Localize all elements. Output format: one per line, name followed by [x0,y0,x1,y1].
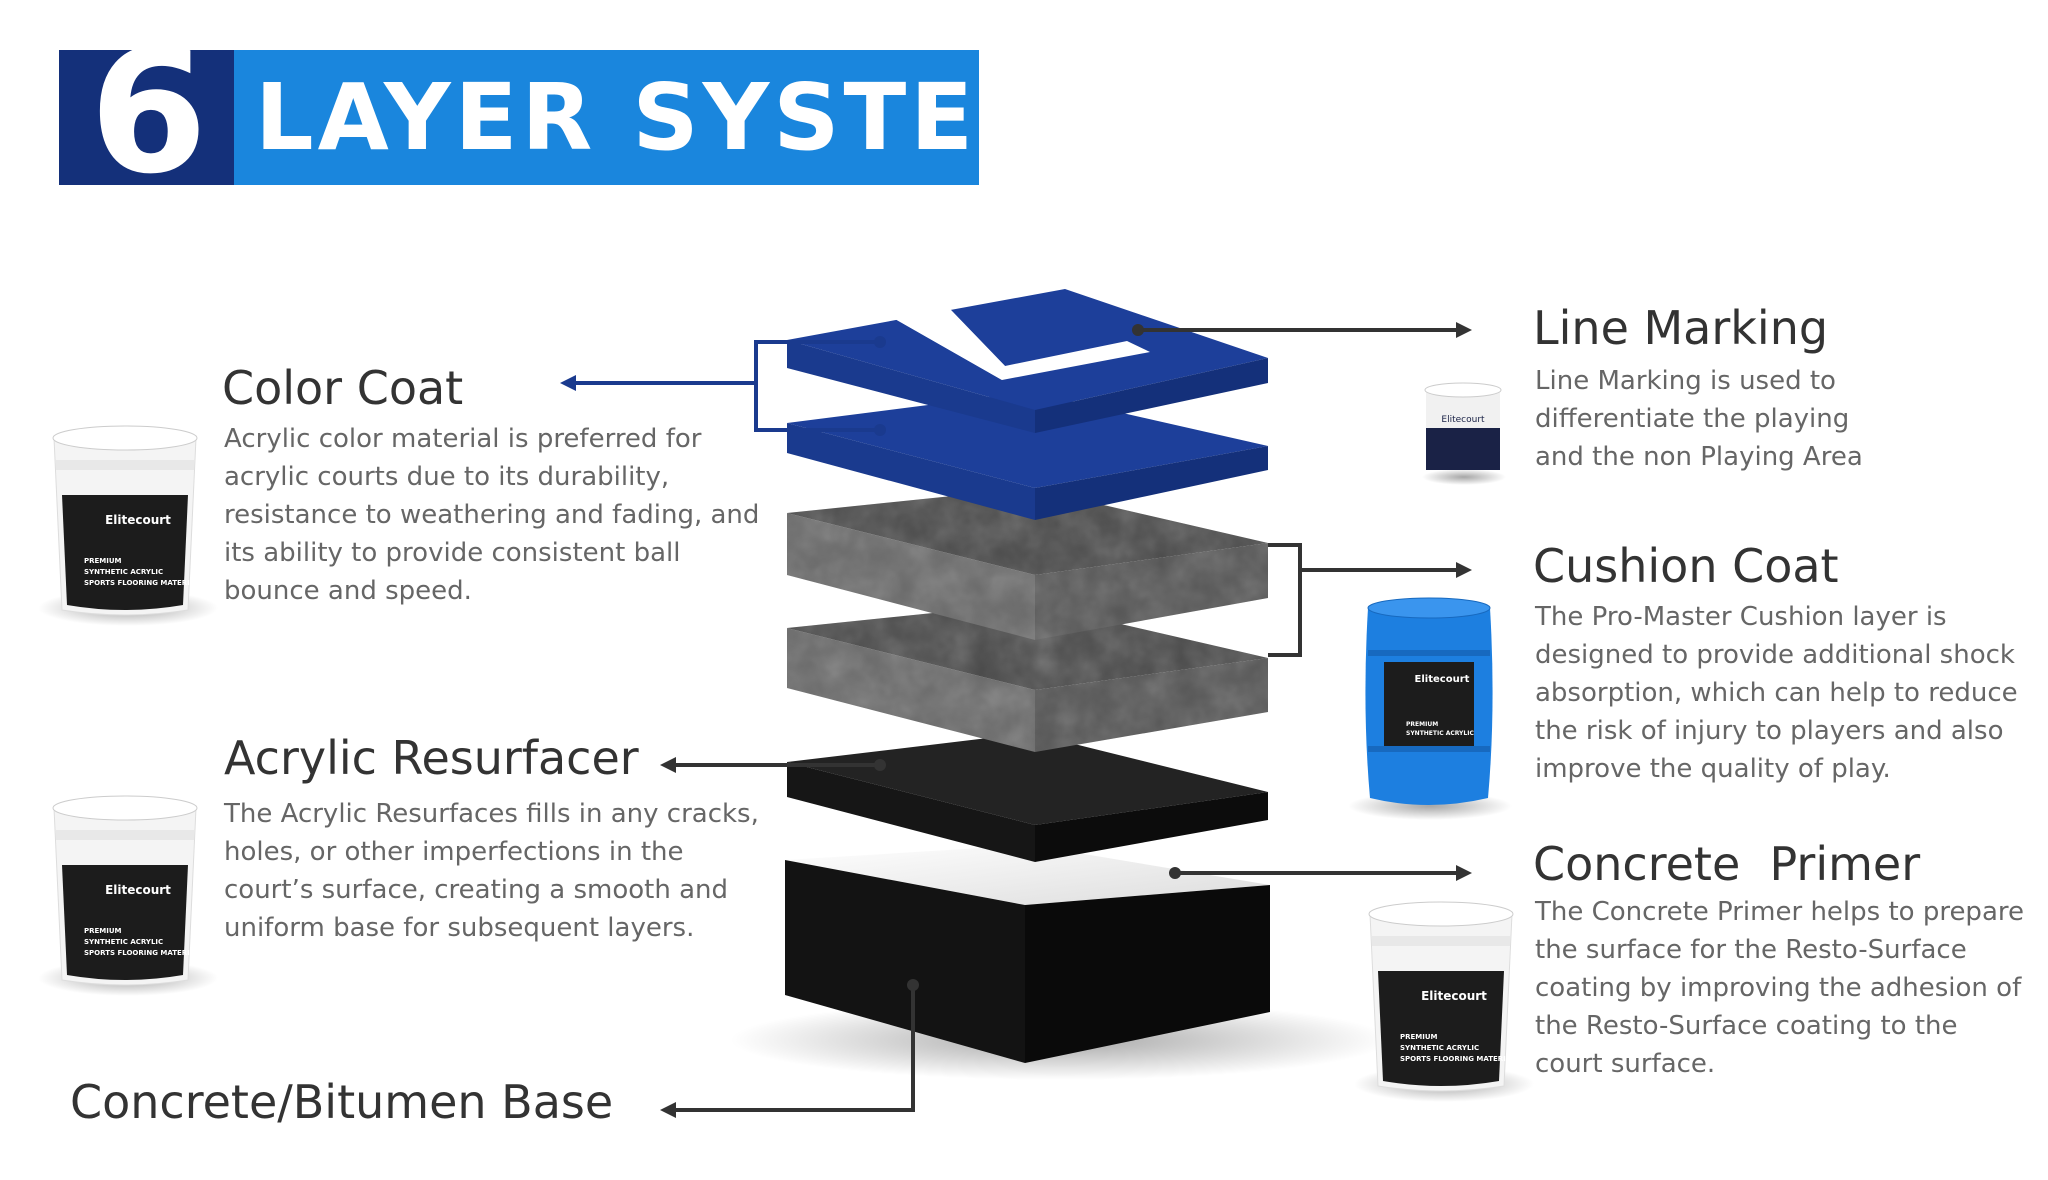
concrete-primer-title: Concrete Primer [1533,837,1921,891]
acrylic-resurfacer-desc-line: holes, or other imperfections in the [224,837,684,867]
acrylic-resurfacer-desc: The Acrylic Resurfaces fills in any crac… [224,795,759,947]
color-coat-desc-line: acrylic courts due to its durability, [224,462,670,492]
connector-lines [572,328,1460,1112]
primer-product: Elitecourt PREMIUM SYNTHETIC ACRYLIC SPO… [1354,901,1534,1102]
product-line1: PREMIUM [1406,721,1438,728]
blue-upper-right [1035,358,1268,433]
concrete-primer-desc-line: coating by improving the adhesion of [1535,973,2022,1003]
product-line2: SYNTHETIC ACRYLIC [1406,730,1474,737]
blue-upper-left [787,340,1035,433]
acrylic-resurfacer-desc-line: The Acrylic Resurfaces fills in any crac… [224,799,759,829]
product-brand: Elitecourt [1421,989,1487,1003]
product-line2: SYNTHETIC ACRYLIC [84,938,163,946]
line-marking-product: Elitecourt [1422,382,1506,485]
product-line1: PREMIUM [1400,1033,1438,1041]
primer-slab [787,733,1268,862]
base-block [785,845,1270,1063]
concrete-primer-desc-line: The Concrete Primer helps to prepare [1535,897,2024,927]
base-block-left [785,860,1025,1063]
color-coat-desc-line: resistance to weathering and fading, and [224,500,760,530]
line-marking-desc: Line Marking is used to differentiate th… [1535,362,1863,476]
concrete-primer-desc: The Concrete Primer helps to prepare the… [1535,893,2024,1083]
cushion-coat-desc-line: designed to provide additional shock [1535,640,2015,670]
cushion-coat-title: Cushion Coat [1533,539,1839,593]
line-marking-white-left [895,309,1005,380]
line-marking-title: Line Marking [1533,301,1829,355]
product-brand-small: Elitecourt [1441,415,1485,425]
color-coat-product: Elitecourt PREMIUM SYNTHETIC ACRYLIC SPO… [38,425,218,626]
color-coat-desc: Acrylic color material is preferred for … [224,420,759,610]
product-line1: PREMIUM [84,557,122,565]
cushion-slab-upper [787,488,1268,640]
product-line3: SPORTS FLOORING MATERIAL [1400,1055,1516,1063]
color-coat-slab-upper [787,289,1268,433]
acrylic-resurfacer-desc-line: court’s surface, creating a smooth and [224,875,729,905]
product-line1: PREMIUM [84,927,122,935]
base-title: Concrete/Bitumen Base [70,1075,614,1129]
acrylic-resurfacer-desc-line: uniform base for subsequent layers. [224,913,695,943]
cushion-coat-desc-line: improve the quality of play. [1535,754,1891,784]
line-marking-desc-line: and the non Playing Area [1535,442,1863,472]
cushion-coat-desc-line: The Pro-Master Cushion layer is [1535,602,1947,632]
blue-lower-left [787,423,1035,520]
base-block-right [1025,885,1270,1063]
color-coat-desc-line: its ability to provide consistent ball [224,538,681,568]
cushion-slab-lower [787,603,1268,752]
blue-lower-right [1035,446,1268,520]
cushion-coat-desc: The Pro-Master Cushion layer is designed… [1535,598,2018,788]
banner-number-box [59,50,234,185]
primer-slab-right [1035,792,1268,862]
acrylic-resurfacer-title: Acrylic Resurfacer [224,731,639,785]
cushion-bracket [1268,543,1302,657]
blue-lower-top [787,392,1268,488]
base-block-top [785,845,1270,905]
resurfacer-product: Elitecourt PREMIUM SYNTHETIC ACRYLIC SPO… [38,795,218,996]
primer-slab-left [787,762,1035,862]
concrete-primer-desc-line: court surface. [1535,1049,1716,1079]
color-coat-bracket [754,340,880,432]
product-line2: SYNTHETIC ACRYLIC [84,568,163,576]
primer-slab-top [787,733,1268,825]
product-brand: Elitecourt [105,513,171,527]
cushion-coat-desc-line: the risk of injury to players and also [1535,716,2004,746]
cushion-coat-product: Elitecourt PREMIUM SYNTHETIC ACRYLIC [1348,597,1512,820]
color-coat-title: Color Coat [222,361,464,415]
product-line3: SPORTS FLOORING MATERIAL [84,949,200,957]
concrete-primer-desc-line: the surface for the Resto-Surface [1535,935,1967,965]
connector-dots [874,324,1181,991]
product-brand: Elitecourt [1415,674,1470,685]
product-line3: SPORTS FLOORING MATERIAL [84,579,200,587]
banner-number: 6 [89,14,207,212]
line-marking-desc-line: Line Marking is used to [1535,366,1836,396]
base-connector [672,985,915,1112]
line-marking-desc-line: differentiate the playing [1535,404,1850,434]
color-coat-desc-line: bounce and speed. [224,576,472,606]
product-line2: SYNTHETIC ACRYLIC [1400,1044,1479,1052]
product-brand: Elitecourt [105,883,171,897]
cushion-coat-desc-line: absorption, which can help to reduce [1535,678,2018,708]
arrowheads [560,322,1472,1118]
concrete-primer-desc-line: the Resto-Surface coating to the [1535,1011,1958,1041]
banner-title: LAYER SYSTEM [255,64,1073,171]
color-coat-desc-line: Acrylic color material is preferred for [224,424,702,454]
color-coat-slab-lower [787,392,1268,520]
